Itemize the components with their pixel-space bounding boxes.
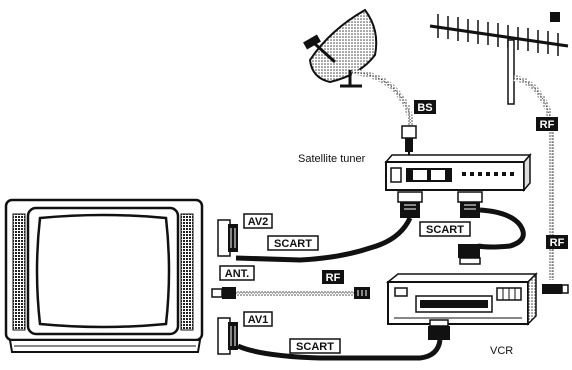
rf-mid-label: RF — [326, 272, 341, 284]
scart-bottom-label: SCART — [296, 341, 334, 353]
vcr-icon — [385, 272, 538, 326]
connector-plug-icon — [458, 244, 481, 265]
bs-label-box — [414, 100, 436, 114]
av2-label: AV2 — [248, 216, 269, 228]
connector-plug-icon — [211, 287, 236, 299]
tv-antenna-icon — [429, 12, 569, 105]
satellite-tuner-label: Satellite tuner — [298, 153, 366, 165]
scart-top-label: SCART — [274, 238, 312, 250]
speaker-grill-right — [180, 213, 194, 331]
connector-plug-icon — [542, 284, 569, 294]
rf-antenna-label-box — [536, 117, 558, 131]
rf-antenna-label: RF — [540, 119, 555, 131]
av1-label-box — [243, 311, 273, 327]
rf-right-label: RF — [550, 237, 565, 249]
connector-plug-icon — [457, 191, 483, 218]
bs-label: BS — [417, 102, 432, 114]
satellite-dish-icon — [303, 8, 378, 88]
satellite-tuner-icon — [384, 152, 532, 193]
speaker-grill-left — [12, 213, 26, 331]
television-icon — [4, 198, 204, 353]
connector-plug-icon — [217, 317, 238, 355]
scart-bottom-label-box — [289, 338, 341, 354]
av2-label-box — [243, 213, 273, 229]
tv-screen — [35, 213, 171, 329]
scart-mid-label-box — [419, 221, 471, 237]
scart-mid-label: SCART — [426, 224, 464, 236]
connector-plug-icon — [397, 191, 423, 218]
connector-plug-icon — [217, 219, 238, 257]
av1-label: AV1 — [248, 314, 269, 326]
vcr-label: VCR — [490, 345, 513, 357]
rf-mid-label-box — [322, 270, 344, 284]
ant-label: ANT. — [225, 268, 249, 280]
connector-plug-icon — [354, 287, 370, 299]
ant-label-box — [219, 265, 255, 281]
rf-right-label-box — [546, 235, 568, 249]
connector-plug-icon — [428, 319, 450, 340]
scart-top-label-box — [267, 235, 319, 251]
